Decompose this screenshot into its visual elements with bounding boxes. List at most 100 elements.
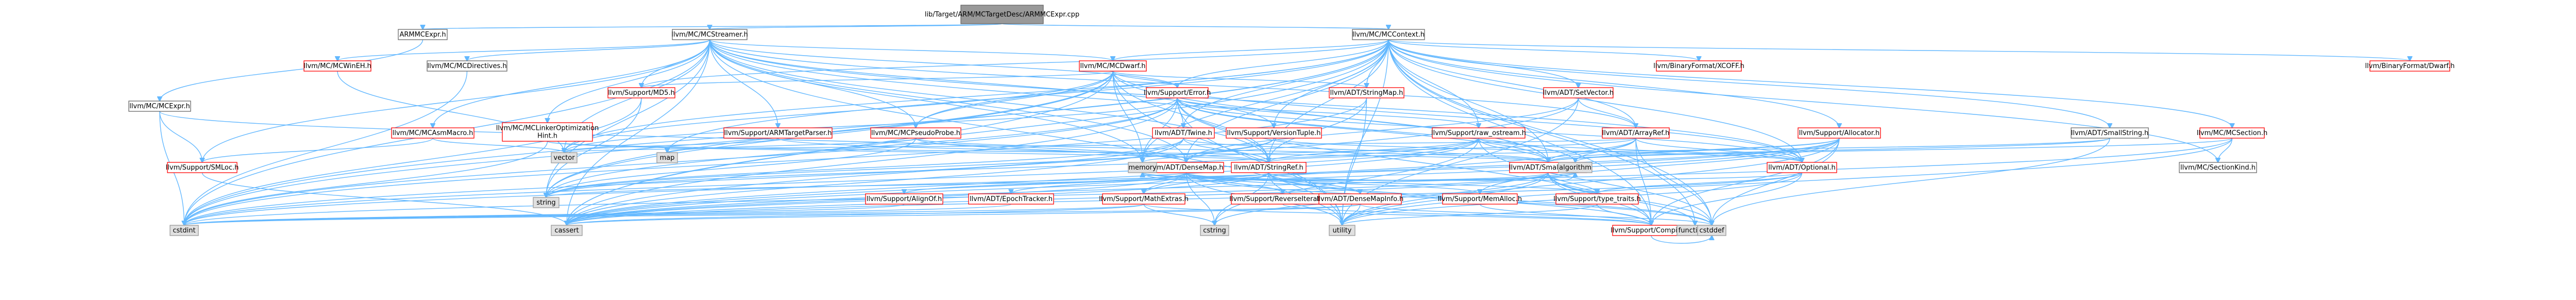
node-memory[interactable]: memory	[1128, 162, 1157, 173]
node-box-setvector	[1543, 87, 1614, 98]
node-aligno[interactable]: llvm/Support/AlignOf.h	[865, 193, 943, 205]
edge-mathextras-to-compiler	[1143, 204, 1651, 225]
node-label-rawostream: llvm/Support/raw_ostream.h	[1431, 129, 1526, 137]
node-bfdwarf[interactable]: llvm/BinaryFormat/Dwarf.h	[2365, 60, 2455, 72]
node-armmcexpr[interactable]: ARMMCExpr.h	[398, 29, 448, 40]
node-mcpseudoprobe[interactable]: llvm/MC/MCPseudoProbe.h	[870, 127, 961, 139]
node-label-mcasmmacro: llvm/MC/MCAsmMacro.h	[393, 129, 473, 137]
node-reverseiteration[interactable]: llvm/Support/ReverseIteration.h	[1229, 193, 1336, 205]
node-stringmap[interactable]: llvm/ADT/StringMap.h	[1329, 87, 1404, 98]
node-box-memory	[1128, 162, 1157, 173]
edge-smallstring-to-stringref	[1269, 138, 2110, 162]
node-label-armmcexpr: ARMMCExpr.h	[399, 31, 446, 39]
node-sectionkind[interactable]: llvm/MC/SectionKind.h	[2179, 162, 2257, 173]
edge-setvector-to-arrayref	[1578, 97, 1636, 128]
node-allocator[interactable]: llvm/Support/Allocator.h	[1798, 127, 1881, 139]
node-map[interactable]: map	[656, 152, 678, 163]
edge-memalloc-to-compiler	[1479, 204, 1652, 225]
node-optional[interactable]: llvm/ADT/Optional.h	[1767, 162, 1837, 173]
node-compiler[interactable]: llvm/Support/Compiler.h	[1611, 225, 1692, 236]
node-rawostream[interactable]: llvm/Support/raw_ostream.h	[1431, 127, 1526, 139]
edge-mathextras-to-cstdint	[184, 204, 1144, 225]
edge-mcasmmacro-to-vector	[432, 138, 564, 153]
node-densemapinfo[interactable]: llvm/ADT/DenseMapInfo.h	[1317, 193, 1403, 205]
node-xcoff[interactable]: llvm/BinaryFormat/XCOFF.h	[1653, 60, 1744, 72]
node-epochtracker[interactable]: llvm/ADT/EpochTracker.h	[968, 193, 1054, 205]
edge-error-to-rawostream	[1177, 97, 1479, 128]
node-cstddef[interactable]: cstddef	[1697, 225, 1726, 236]
node-mcstreamer[interactable]: llvm/MC/MCStreamer.h	[671, 29, 748, 40]
edge-stringref-to-densemapinfo	[1268, 172, 1361, 194]
edge-root-to-armmcexpr	[423, 23, 1003, 29]
edge-mcdwarf-to-cstdint	[184, 71, 1113, 225]
node-utility[interactable]: utility	[1329, 225, 1355, 236]
node-box-memalloc	[1442, 193, 1518, 205]
node-cstdint[interactable]: cstdint	[170, 225, 199, 236]
node-vector[interactable]: vector	[551, 152, 578, 163]
node-arrayref[interactable]: llvm/ADT/ArrayRef.h	[1602, 127, 1670, 139]
node-label-versiontuple: llvm/Support/VersionTuple.h	[1227, 129, 1321, 137]
node-smloc[interactable]: llvm/Support/SMLoc.h	[166, 162, 239, 173]
edge-mcdwarf-to-md5	[641, 71, 1113, 88]
edge-mathextras-to-cstring	[1143, 204, 1215, 225]
node-box-root	[960, 5, 1044, 24]
edge-mcstreamer-to-versiontuple	[709, 39, 1274, 128]
edge-allocator-to-cassert	[567, 138, 1840, 225]
edge-rawostream-to-cstddef	[1478, 138, 1712, 225]
node-label-twine: llvm/ADT/Twine.h	[1155, 129, 1212, 137]
node-versiontuple[interactable]: llvm/Support/VersionTuple.h	[1226, 127, 1322, 139]
edge-mcstreamer-to-string	[546, 39, 710, 197]
node-label-densemap: llvm/ADT/DenseMap.h	[1149, 164, 1223, 172]
node-box-stringmap	[1329, 87, 1404, 98]
edge-mccontext-to-smallstring	[1388, 39, 2110, 128]
node-mcsection[interactable]: llvm/MC/MCSection.h	[2197, 127, 2268, 139]
node-cstring[interactable]: cstring	[1200, 225, 1229, 236]
node-md5[interactable]: llvm/Support/MD5.h	[607, 87, 675, 98]
edge-mccontext-to-error	[1177, 39, 1389, 88]
node-setvector[interactable]: llvm/ADT/SetVector.h	[1543, 87, 1614, 98]
edge-mccontext-to-smallvector	[1388, 39, 1548, 162]
node-mcexpr[interactable]: llvm/MC/MCExpr.h	[128, 101, 191, 112]
node-error[interactable]: llvm/Support/Error.h	[1144, 87, 1211, 98]
edge-densemapinfo-to-cstddef	[1360, 204, 1712, 225]
edge-mcdwarf-to-stringmap	[1112, 71, 1367, 88]
node-armtargetparser[interactable]: llvm/Support/ARMTargetParser.h	[723, 127, 833, 139]
node-box-sectionkind	[2179, 162, 2257, 173]
node-box-armmcexpr	[398, 29, 448, 40]
node-typetraits[interactable]: llvm/Support/type_traits.h	[1553, 193, 1641, 205]
edge-mcstreamer-to-densemap	[709, 39, 1187, 162]
node-label-memory: memory	[1128, 164, 1157, 172]
node-mcdirectives[interactable]: llvm/MC/MCDirectives.h	[427, 60, 507, 72]
node-label-memalloc: llvm/Support/MemAlloc.h	[1438, 195, 1522, 203]
edge-versiontuple-to-optional	[1273, 138, 1802, 162]
node-densemap[interactable]: llvm/ADT/DenseMap.h	[1148, 162, 1224, 173]
edge-mccontext-to-rawostream	[1388, 39, 1479, 128]
edge-mccontext-to-sectionkind	[1388, 39, 2218, 162]
node-smallstring[interactable]: llvm/ADT/SmallString.h	[2071, 127, 2149, 139]
node-label-mcsection: llvm/MC/MCSection.h	[2197, 129, 2268, 137]
edge-mcstreamer-to-memory	[709, 39, 1143, 162]
node-string[interactable]: string	[533, 197, 560, 208]
edge-rawostream-to-optional	[1478, 138, 1802, 162]
edge-typetraits-to-utility	[1342, 204, 1598, 225]
edge-mathextras-to-cassert	[567, 204, 1144, 225]
node-label-string: string	[536, 199, 555, 207]
node-mccontext[interactable]: llvm/MC/MCContext.h	[1352, 29, 1425, 40]
node-twine[interactable]: llvm/ADT/Twine.h	[1152, 127, 1215, 139]
node-box-smloc	[167, 162, 238, 173]
edge-mcstreamer-to-optional	[709, 39, 1802, 162]
node-mcwinEH[interactable]: llvm/MC/MCWinEH.h	[303, 60, 371, 72]
node-cassert[interactable]: cassert	[551, 225, 583, 236]
edge-mcsection-to-sectionkind	[2218, 138, 2233, 162]
node-mathextras[interactable]: llvm/Support/MathExtras.h	[1099, 193, 1189, 205]
node-memalloc[interactable]: llvm/Support/MemAlloc.h	[1438, 193, 1522, 205]
node-label-compiler: llvm/Support/Compiler.h	[1611, 227, 1691, 235]
node-stringref[interactable]: llvm/ADT/StringRef.h	[1231, 162, 1307, 173]
node-mcdwarf[interactable]: llvm/MC/MCDwarf.h	[1079, 60, 1147, 72]
node-box-cassert	[551, 225, 583, 236]
node-label-mcstreamer: llvm/MC/MCStreamer.h	[671, 31, 748, 39]
node-box-map	[656, 152, 678, 163]
node-algorithm[interactable]: algorithm	[1558, 162, 1592, 173]
node-mcasmmacro[interactable]: llvm/MC/MCAsmMacro.h	[391, 127, 474, 139]
